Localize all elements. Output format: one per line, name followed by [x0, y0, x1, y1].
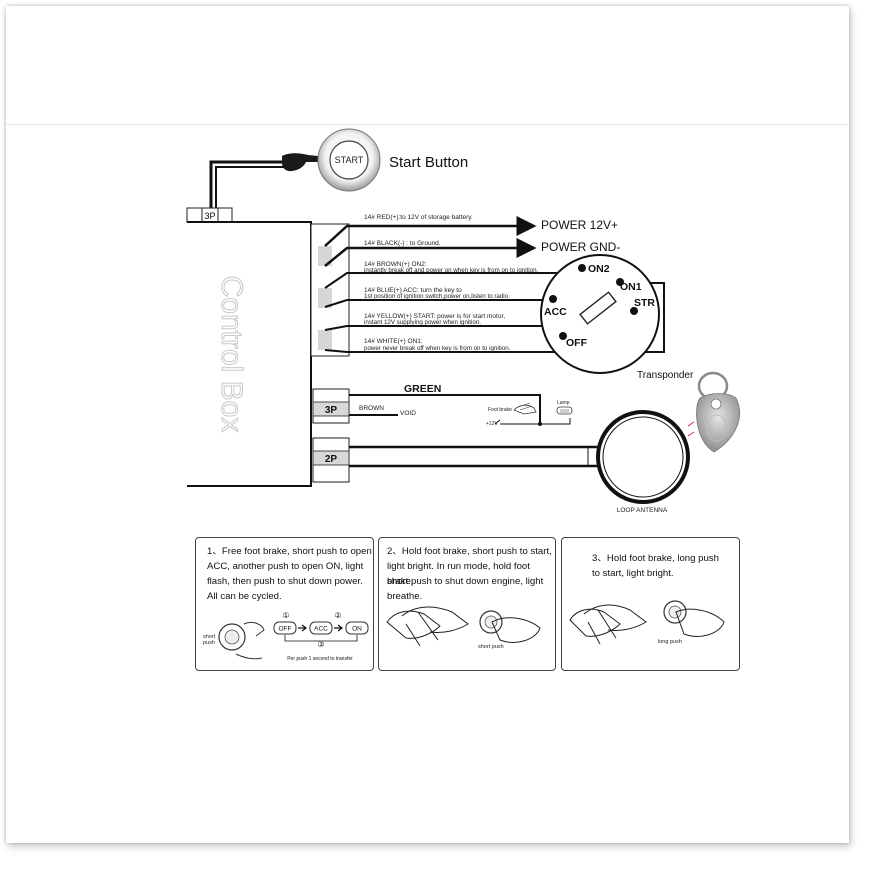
start-button-icon: START — [317, 128, 381, 192]
step-3-panel: 3、Hold foot brake, long push to start, l… — [561, 537, 740, 671]
wire-white-desc2: power never break off when key is from o… — [364, 345, 511, 352]
lamp-label: Lamp — [557, 400, 570, 406]
transponder-icon — [687, 371, 740, 453]
control-box: Control Box — [187, 221, 312, 487]
ignition-labels: ON2 ON1 ACC STR OFF — [544, 263, 655, 349]
step-2-line-2: light bright. In run mode, hold foot bra… — [387, 561, 530, 587]
antenna-wires — [349, 445, 598, 468]
brown-wire-label: BROWN — [359, 405, 384, 412]
ignition-on2-label: ON2 — [588, 263, 610, 275]
step-3-line-2: to start, light bright. — [592, 568, 674, 579]
wire-brown-desc: 14# BROWN(+) ON2: — [364, 261, 427, 268]
step-3-line-1: 3、Hold foot brake, long push — [592, 553, 719, 564]
wire-blue-desc2: 1st position of ignition switch,power on… — [364, 293, 510, 300]
step-1-panel: 1、Free foot brake, short push to open AC… — [195, 537, 374, 671]
loop-antenna-label: LOOP ANTENNA — [617, 507, 668, 514]
start-badge-text: START — [335, 155, 364, 165]
six-pin-connector — [310, 223, 350, 357]
foot-brake-label: Foot brake — [488, 407, 512, 413]
foot-brake-icon — [513, 402, 537, 415]
loop-antenna-icon — [596, 410, 690, 504]
power-gnd-label: POWER GND- — [541, 240, 620, 254]
ignition-off-label: OFF — [566, 337, 588, 349]
mid-connector-label: 3P — [325, 405, 338, 416]
wire-blue-desc: 14# BLUE(+) ACC: turn the key to — [364, 287, 462, 294]
lamp-icon — [556, 406, 573, 425]
wire-brown-desc2: instantly break off and power on when ke… — [364, 267, 539, 274]
transponder-label: Transponder — [637, 370, 694, 381]
step-2-panel: 2、Hold foot brake, short push to start, … — [378, 537, 556, 671]
plus12v-label: +12V — [486, 421, 498, 427]
ignition-str-label: STR — [634, 297, 655, 309]
step-2-line-3: short push to shut down engine, light — [387, 576, 544, 587]
wire-white-desc: 14# WHITE(+) ON1: — [364, 338, 423, 345]
wire-descriptions: 14# RED(+):to 12V of storage battery. 14… — [364, 214, 539, 352]
ignition-switch — [540, 254, 660, 374]
void-label: VOID — [400, 410, 416, 417]
bottom-2p-connector: 2P — [312, 437, 350, 483]
green-wire-label: GREEN — [404, 383, 441, 395]
wire-black-desc: 14# BLACK(-) : to Ground. — [364, 240, 441, 247]
pointing-hand-icon — [282, 153, 321, 172]
top-3p-connector: 3P — [186, 207, 233, 223]
control-box-label: Control Box — [215, 276, 248, 433]
step-1-line-3: flash, then push to shut down power. — [207, 576, 363, 587]
start-button-wire — [209, 160, 285, 211]
wire-yellow-desc: 14# YELLOW(+) START: power is for start … — [364, 313, 505, 320]
step-1-line-2: ACC, another push to open ON, light — [207, 561, 364, 572]
top-divider — [6, 124, 849, 125]
step-2-line-4: breathe. — [387, 591, 423, 602]
mid-3p-connector: 3P — [312, 388, 350, 424]
step-2-line-1: 2、Hold foot brake, short push to start, — [387, 546, 552, 557]
power-12v-label: POWER 12V+ — [541, 218, 618, 232]
wire-red-desc: 14# RED(+):to 12V of storage battery. — [364, 214, 473, 221]
wire-yellow-desc2: instant 12V supplying power when ignitio… — [364, 319, 481, 326]
ignition-acc-label: ACC — [544, 306, 567, 318]
start-button-title: Start Button — [389, 154, 468, 171]
ignition-on1-label: ON1 — [620, 281, 642, 293]
bottom-connector-label: 2P — [325, 454, 338, 465]
step-1-line-4: All can be cycled. — [207, 591, 282, 602]
top-connector-label: 3P — [204, 211, 215, 221]
step-1-line-1: 1、Free foot brake, short push to open — [207, 546, 372, 557]
